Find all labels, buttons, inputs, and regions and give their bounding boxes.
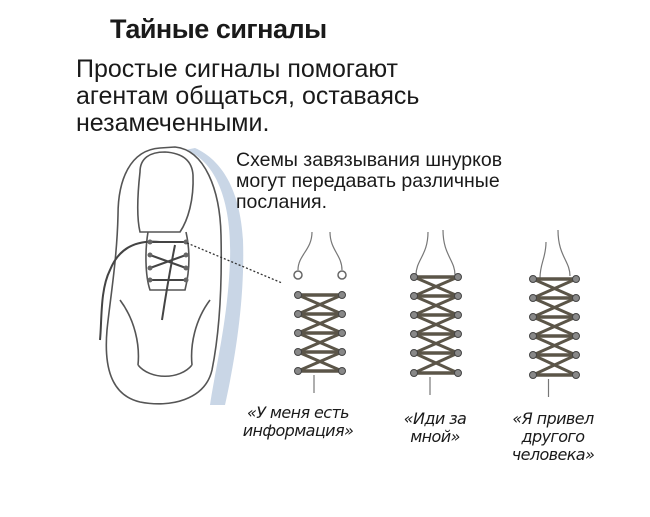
lace-cross	[412, 313, 460, 336]
subtitle: Простые сигналы помогают агентам общатьс…	[76, 56, 419, 137]
lace-cross	[531, 315, 578, 338]
eyelet	[529, 313, 537, 321]
lace-end	[415, 231, 429, 276]
eyelet	[338, 310, 346, 318]
eyelet	[410, 349, 418, 357]
lace-end	[442, 229, 456, 276]
eyelet	[410, 330, 418, 338]
caption-line: могут передавать различные	[236, 170, 500, 192]
eyelet	[572, 275, 580, 283]
eyelet	[454, 349, 462, 357]
label-line: человека»	[511, 445, 595, 464]
eyelet	[294, 367, 302, 375]
eyelet	[572, 371, 580, 379]
caption-line: послания.	[236, 191, 328, 213]
eyelet	[338, 367, 346, 375]
lacing-pattern-2	[410, 229, 462, 395]
shoe-outline	[105, 146, 223, 405]
lace-end	[329, 231, 343, 271]
shoe-laces	[99, 240, 187, 341]
eyelet	[572, 332, 580, 340]
pattern-label-follow-me: «Иди за мной»	[395, 410, 475, 446]
eyelet	[454, 292, 462, 300]
eyelet	[529, 351, 537, 359]
lacing-pattern-1	[293, 231, 347, 393]
eyelet	[529, 275, 537, 283]
eyelet	[410, 292, 418, 300]
label-line: «Иди за	[403, 409, 467, 428]
eyelet	[410, 311, 418, 319]
lace-cross	[531, 334, 578, 357]
lace-cross	[296, 350, 344, 373]
eyelet	[410, 273, 418, 281]
eyelet	[529, 371, 537, 379]
label-line: мной»	[410, 427, 460, 446]
eyelet	[454, 330, 462, 338]
label-line: «Я привел	[512, 409, 594, 428]
eyelet	[294, 291, 302, 299]
open-eyelet	[337, 270, 347, 280]
pattern-label-have-information: «У меня есть информация»	[228, 404, 368, 440]
shoe-wingtip	[119, 299, 211, 377]
lace-cross	[412, 332, 460, 355]
lace-cross	[296, 312, 344, 335]
pattern-label-brought-another: «Я привел другого человека»	[503, 410, 603, 464]
subtitle-line: агентам общаться, оставаясь	[76, 82, 420, 110]
eyelet	[529, 294, 537, 302]
shoe-eyelets	[147, 239, 189, 283]
label-line: «У меня есть	[247, 403, 350, 422]
caption: Схемы завязывания шнурков могут передава…	[236, 150, 502, 213]
lace-cross	[531, 277, 578, 300]
eyelet	[294, 329, 302, 337]
lace-cross	[531, 296, 578, 319]
eyelet	[572, 313, 580, 321]
label-line: другого	[521, 427, 585, 446]
shoe-shadow	[185, 148, 244, 405]
subtitle-line: Простые сигналы помогают	[76, 55, 398, 83]
pointer-dotted-line	[186, 242, 283, 284]
shoe-illustration	[99, 146, 244, 405]
lace-cross	[296, 331, 344, 354]
open-eyelet	[293, 270, 303, 280]
eyelet	[338, 329, 346, 337]
lace-cross	[296, 293, 344, 316]
eyelet	[572, 294, 580, 302]
eyelet	[572, 351, 580, 359]
eyelet	[454, 369, 462, 377]
page-title: Тайные сигналы	[110, 14, 327, 44]
lace-end	[297, 231, 313, 271]
eyelet	[454, 273, 462, 281]
lace-end	[539, 241, 547, 279]
eyelet	[529, 332, 537, 340]
eyelet	[294, 348, 302, 356]
eyelet	[410, 369, 418, 377]
eyelet	[294, 310, 302, 318]
lace-cross	[531, 353, 578, 377]
eyelet	[338, 348, 346, 356]
lacing-pattern-3	[529, 229, 580, 397]
subtitle-line: незамеченными.	[76, 109, 270, 137]
eyelet	[338, 291, 346, 299]
label-line: информация»	[242, 421, 354, 440]
eyelet	[454, 311, 462, 319]
shoe-heel	[136, 151, 194, 233]
lace-cross	[412, 275, 460, 298]
lace-cross	[412, 351, 460, 375]
caption-line: Схемы завязывания шнурков	[236, 149, 503, 171]
lace-end	[557, 229, 571, 277]
lace-cross	[412, 294, 460, 317]
